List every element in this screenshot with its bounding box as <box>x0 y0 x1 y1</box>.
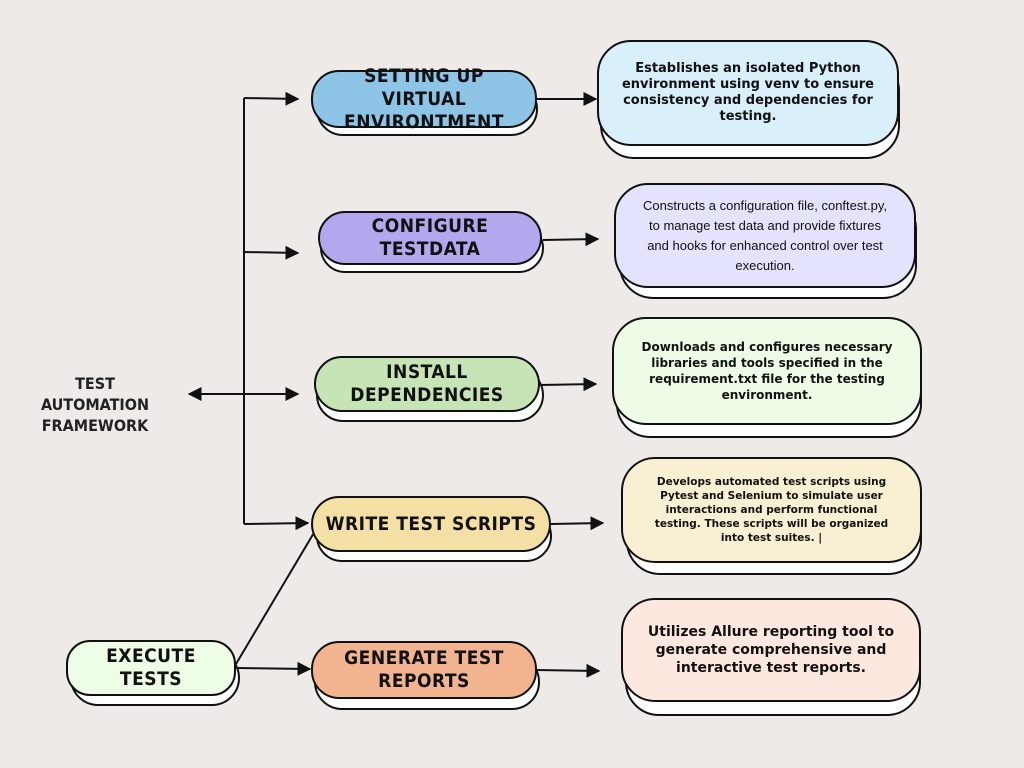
step-venv-label: SETTING UP VIRTUAL ENVIRONTMENT <box>344 64 504 133</box>
step-deps-node: INSTALL DEPENDENCIES <box>314 356 540 412</box>
desc-scripts-box: Develops automated test scripts using Py… <box>621 457 922 563</box>
execute-tests-node: EXECUTE TESTS <box>66 640 236 696</box>
desc-arrow-scripts <box>550 516 605 531</box>
desc-arrow-testdata <box>542 232 600 247</box>
step-reports-node: GENERATE TEST REPORTS <box>311 641 537 699</box>
execute-to-reports-arrow <box>235 661 312 676</box>
desc-venv-text: Establishes an isolated Python environme… <box>621 61 874 124</box>
step-reports-label: GENERATE TEST REPORTS <box>344 647 504 692</box>
branch-arrow-testdata <box>243 245 300 260</box>
execute-tests-label: EXECUTE TESTS <box>106 645 196 690</box>
execute-to-scripts-line <box>235 530 316 665</box>
step-scripts-label: WRITE TEST SCRIPTS <box>325 512 537 535</box>
desc-deps-box: Downloads and configures necessary libra… <box>612 317 922 425</box>
desc-testdata-text: Constructs a configuration file, conftes… <box>643 197 887 273</box>
desc-arrow-deps <box>539 377 598 392</box>
desc-reports-text: Utilizes Allure reporting tool to genera… <box>647 624 895 676</box>
desc-testdata-box: Constructs a configuration file, conftes… <box>614 183 916 288</box>
desc-arrow-reports <box>535 663 601 678</box>
step-deps-label: INSTALL DEPENDENCIES <box>350 361 504 406</box>
desc-deps-text: Downloads and configures necessary libra… <box>641 340 893 402</box>
step-scripts-node: WRITE TEST SCRIPTS <box>311 496 551 552</box>
branch-arrow-venv <box>243 91 300 106</box>
step-testdata-label: CONFIGURE TESTDATA <box>371 215 489 260</box>
desc-venv-box: Establishes an isolated Python environme… <box>597 40 899 146</box>
branch-arrow-scripts <box>243 516 310 531</box>
step-testdata-node: CONFIGURE TESTDATA <box>318 211 542 265</box>
step-venv-node: SETTING UP VIRTUAL ENVIRONTMENT <box>311 65 537 133</box>
desc-scripts-text: Develops automated test scripts using Py… <box>654 476 889 544</box>
root-label: TEST AUTOMATION FRAMEWORK <box>40 374 150 435</box>
desc-reports-box: Utilizes Allure reporting tool to genera… <box>621 598 921 702</box>
